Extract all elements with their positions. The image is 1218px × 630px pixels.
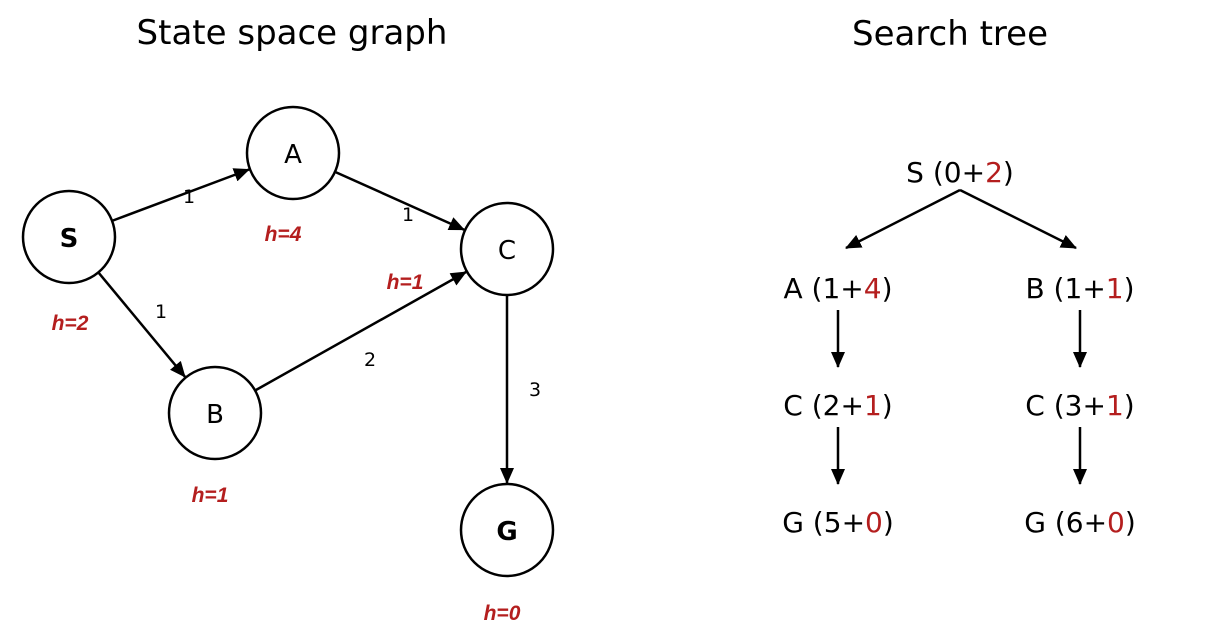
tree-node-cost: 0 [944, 156, 962, 189]
heuristic-label-s: h=2 [52, 312, 89, 335]
tree-node-name: S [906, 156, 924, 189]
tree-node-heuristic: 4 [864, 272, 882, 305]
node-label: S [60, 224, 79, 254]
tree-node-b: B (1+1) [1025, 272, 1134, 305]
heuristic-label-g: h=0 [484, 602, 521, 625]
edge-b-c [255, 270, 467, 392]
tree-node-name: C [1025, 389, 1045, 422]
tree-node-ac: C (2+1) [783, 389, 892, 422]
tree-node-heuristic: 0 [1107, 506, 1125, 539]
tree-node-bc: C (3+1) [1025, 389, 1134, 422]
edge-s-a [112, 168, 250, 222]
graph-nodes: Sh=2Ah=4Bh=1Ch=1Gh=0 [21, 105, 555, 625]
heuristic-label-c: h=1 [387, 271, 424, 294]
tree-node-cost: 5 [824, 506, 842, 539]
tree-edge-s-b [959, 188, 1077, 250]
graph-node-c: Ch=1 [387, 201, 555, 297]
node-circle [167, 365, 263, 461]
edge-cost-a-c: 1 [402, 204, 414, 226]
tree-node-heuristic: 1 [1106, 272, 1124, 305]
node-label: C [498, 236, 516, 266]
tree-node-heuristic: 1 [1106, 389, 1124, 422]
node-circle [245, 105, 341, 201]
tree-title: Search tree [852, 14, 1048, 54]
node-label: A [284, 140, 302, 170]
edge-cost-s-b: 1 [155, 301, 167, 323]
tree-node-name: G [1024, 506, 1046, 539]
node-label: B [206, 400, 224, 430]
tree-node-heuristic: 2 [985, 156, 1003, 189]
tree-edge-s-a [845, 188, 961, 250]
tree-node-cost: 3 [1065, 389, 1083, 422]
graph-node-a: Ah=4 [245, 105, 341, 246]
graph-node-b: Bh=1 [167, 365, 263, 507]
edge-cost-s-a: 1 [183, 186, 195, 208]
tree-node-acg: G (5+0) [782, 506, 894, 539]
node-circle [21, 189, 117, 285]
heuristic-label-a: h=4 [265, 223, 302, 246]
edge-s-b [98, 272, 186, 378]
tree-nodes: S (0+2) A (1+4) B (1+1) C (2+1) C (3+1) G (5+… [782, 156, 1136, 539]
tree-node-cost: 1 [822, 272, 840, 305]
tree-node-heuristic: 0 [865, 506, 883, 539]
graph-node-s: Sh=2 [21, 189, 117, 335]
tree-node-name: G [782, 506, 804, 539]
tree-edges [831, 188, 1087, 485]
tree-node-heuristic: 1 [864, 389, 882, 422]
tree-node-name: B [1025, 272, 1044, 305]
tree-node-s: S (0+2) [906, 156, 1014, 189]
tree-node-a: A (1+4) [783, 272, 892, 305]
edge-cost-c-g: 3 [529, 379, 541, 401]
heuristic-label-b: h=1 [192, 484, 229, 507]
graph-title: State space graph [137, 13, 448, 53]
node-circle [459, 482, 555, 578]
tree-node-cost: 2 [823, 389, 841, 422]
tree-node-name: A [783, 272, 802, 305]
tree-node-name: C [783, 389, 803, 422]
tree-node-cost: 6 [1066, 506, 1084, 539]
graph-node-g: Gh=0 [459, 482, 555, 625]
tree-node-cost: 1 [1064, 272, 1082, 305]
edge-cost-b-c: 2 [364, 349, 376, 371]
graph-edges: 1 1 1 2 3 [98, 168, 541, 484]
edge-a-c [335, 171, 466, 231]
tree-node-bcg: G (6+0) [1024, 506, 1136, 539]
node-label: G [496, 517, 517, 547]
node-circle [459, 201, 555, 297]
